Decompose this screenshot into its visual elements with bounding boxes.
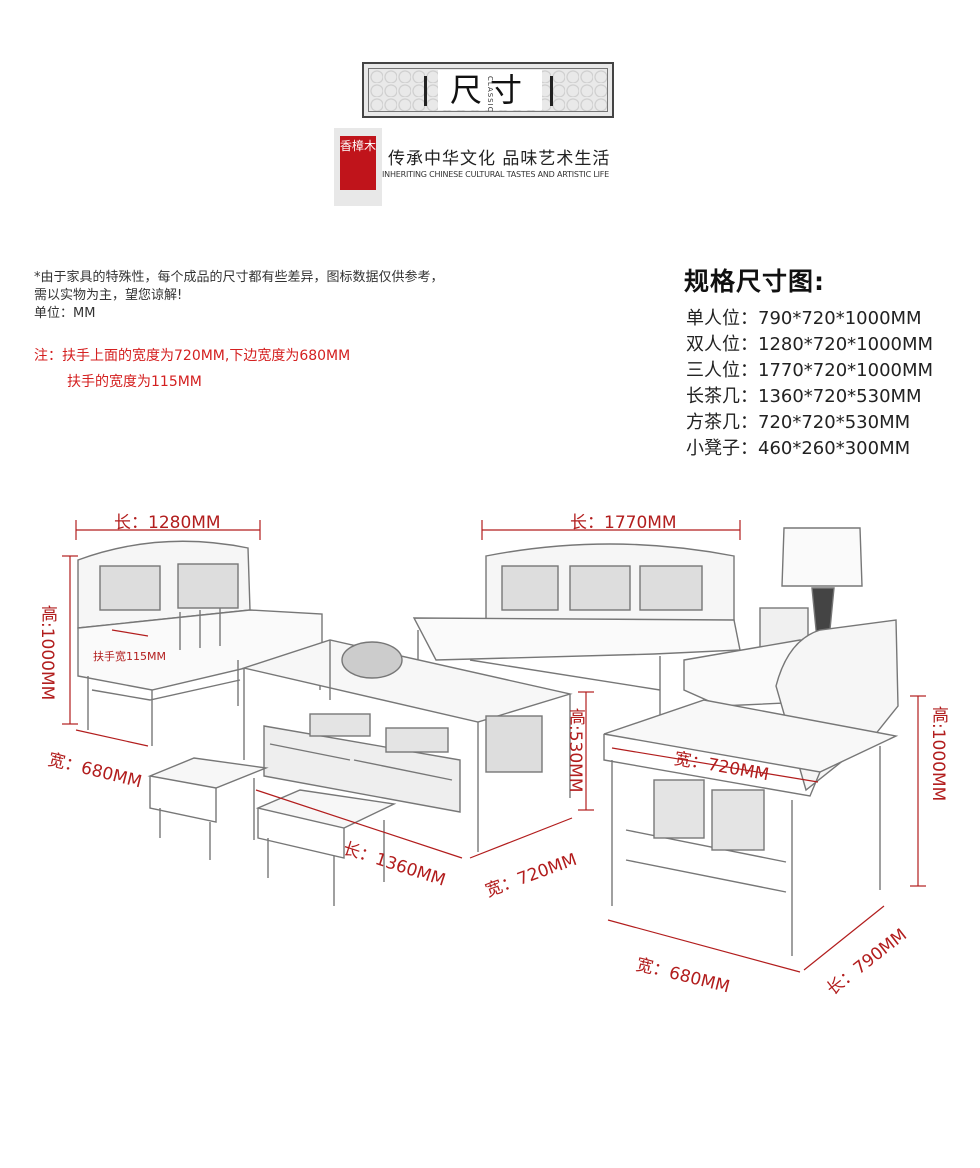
dim-line-double-armrest [111, 629, 149, 637]
spec-list: 单人位：790*720*1000MM 双人位：1280*720*1000MM 三… [686, 306, 933, 462]
title-banner: 尺寸 CLASSIC [362, 62, 614, 118]
dim-line-single-width [607, 919, 801, 973]
banner-divider-left [424, 76, 427, 106]
dim-double-armrest: 扶手宽115MM [93, 650, 166, 663]
armrest-note: 注：扶手上面的宽度为720MM,下边宽度为680MM [34, 348, 351, 364]
spec-item: 双人位：1280*720*1000MM [686, 334, 934, 355]
spec-item: 方茶几：720*720*530MM [686, 412, 911, 433]
seal-stamp: 香樟木 [340, 136, 376, 190]
dim-line-triple-length [481, 520, 741, 540]
dim-single-height: 高:1000MM [928, 706, 948, 802]
triple-sofa-drawing [412, 543, 741, 736]
spec-item: 单人位：790*720*1000MM [686, 308, 922, 329]
note-line: 单位：MM [34, 306, 96, 321]
dim-line-table-width [469, 817, 573, 859]
dim-double-length: 长：1280MM [114, 513, 221, 533]
spec-item: 三人位：1770*720*1000MM [686, 360, 934, 381]
dim-line-table-height [578, 691, 594, 811]
banner-title: 尺寸 [438, 70, 542, 110]
slogan-english: INHERITING CHINESE CULTURAL TASTES AND A… [382, 170, 609, 179]
slogan-chinese: 传承中华文化 品味艺术生活 [388, 149, 611, 169]
banner-subtitle: CLASSIC [486, 76, 494, 113]
disclaimer-note: *由于家具的特殊性，每个成品的尺寸都有些差异，图标数据仅供参考， 需以实物为主，… [34, 269, 444, 323]
single-chair-drawing [603, 619, 899, 956]
note-line: *由于家具的特殊性，每个成品的尺寸都有些差异，图标数据仅供参考， [34, 270, 444, 285]
dim-line-single-length [803, 905, 885, 971]
furniture-sketch [62, 520, 926, 973]
dim-line-double-height [62, 555, 78, 725]
dim-table-height: 高:530MM [565, 708, 585, 793]
dim-line-single-top-width [611, 747, 819, 783]
double-sofa-drawing [77, 540, 323, 746]
spec-item: 小凳子：460*260*300MM [686, 438, 911, 459]
dim-line-single-height [910, 695, 926, 887]
armrest-note-2: 扶手的宽度为115MM [67, 374, 202, 390]
banner-divider-right [550, 76, 553, 106]
dim-line-double-length [75, 520, 261, 540]
dim-double-height: 高:1000MM [37, 605, 57, 701]
brand-logo: 香樟木 [334, 128, 382, 206]
dim-line-double-width [75, 729, 149, 747]
stools-drawing [147, 757, 397, 906]
dim-triple-length: 长：1770MM [570, 513, 677, 533]
spec-item: 长茶几：1360*720*530MM [686, 386, 922, 407]
coffee-table-drawing [241, 639, 573, 852]
note-line: 需以实物为主，望您谅解! [34, 288, 183, 303]
spec-title: 规格尺寸图: [684, 267, 825, 296]
dim-line-table-length [255, 789, 463, 859]
